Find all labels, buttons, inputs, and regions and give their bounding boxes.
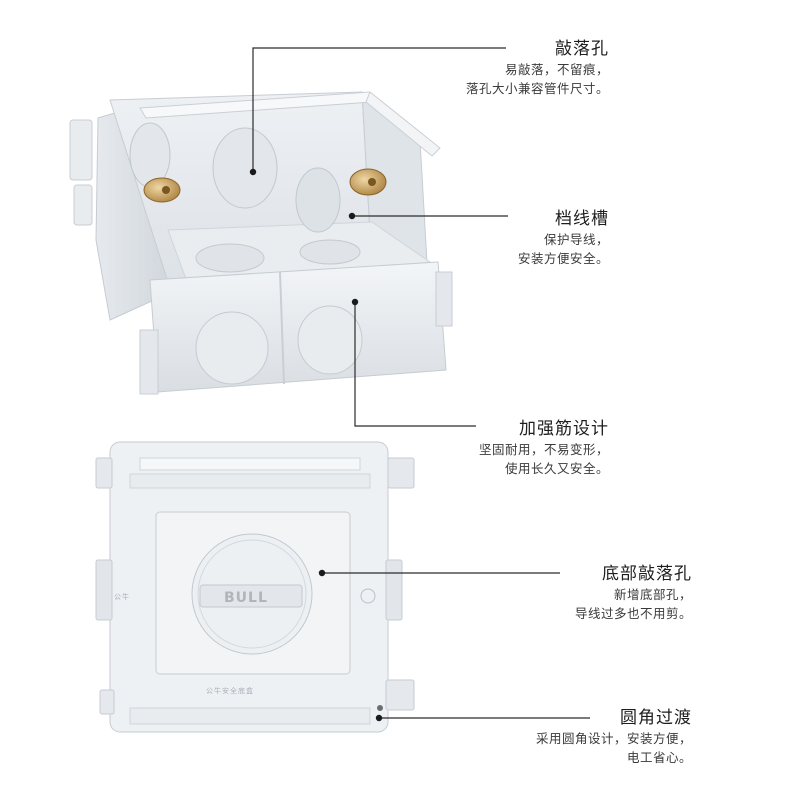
- side-text-emboss: 公牛: [114, 593, 130, 601]
- feature-desc-line: 使用长久又安全。: [504, 461, 609, 476]
- feature-desc-line: 保护导线，: [543, 232, 609, 247]
- feature-title: 底部敲落孔: [602, 564, 692, 584]
- brass-lug-right: [349, 168, 387, 196]
- feature-desc-line: 落孔大小兼容管件尺寸。: [465, 81, 609, 96]
- feature-title: 敲落孔: [555, 39, 609, 59]
- callout-lines: [252, 47, 590, 719]
- logo-emboss: BULL: [224, 590, 268, 606]
- feature-desc-line: 安装方便安全。: [517, 251, 609, 266]
- feature-label: 敲落孔 易敲落，不留痕， 落孔大小兼容管件尺寸。: [466, 38, 609, 98]
- feature-desc-line: 采用圆角设计，安装方便，: [535, 731, 692, 746]
- feature-label: 圆角过渡 采用圆角设计，安装方便， 电工省心。: [536, 707, 692, 767]
- feature-desc-line: 坚固耐用，不易变形，: [478, 442, 609, 457]
- junction-box-bottom-view: [95, 441, 415, 733]
- feature-desc-line: 新增底部孔，: [613, 587, 692, 602]
- feature-desc-line: 电工省心。: [626, 750, 692, 765]
- bottom-text-emboss: 公牛安全底盒: [206, 687, 254, 695]
- feature-label: 加强筋设计 坚固耐用，不易变形， 使用长久又安全。: [479, 418, 609, 478]
- junction-box-top-view: [69, 90, 453, 395]
- brass-lug-left: [143, 177, 181, 203]
- feature-label: 档线槽 保护导线， 安装方便安全。: [518, 208, 609, 268]
- knockout-hole: [212, 127, 278, 209]
- feature-title: 加强筋设计: [519, 419, 609, 439]
- feature-label: 底部敲落孔 新增底部孔， 导线过多也不用剪。: [575, 563, 692, 623]
- feature-desc-line: 易敲落，不留痕，: [504, 62, 609, 77]
- feature-title: 档线槽: [555, 209, 609, 229]
- feature-title: 圆角过渡: [620, 708, 692, 728]
- feature-desc-line: 导线过多也不用剪。: [574, 606, 692, 621]
